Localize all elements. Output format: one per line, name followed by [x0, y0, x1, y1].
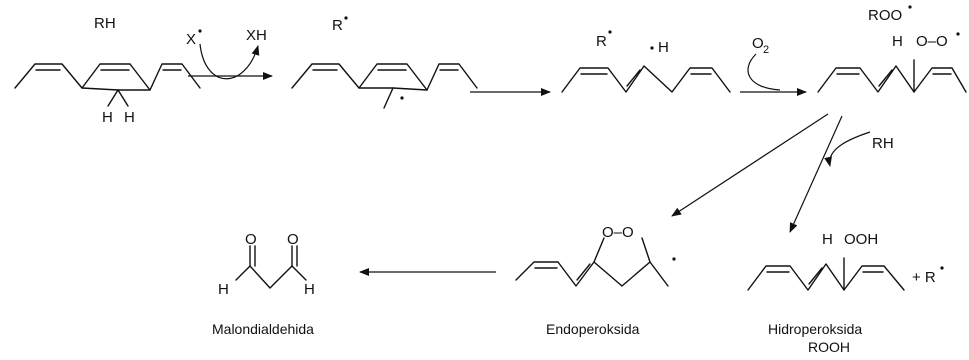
label-x-radical: X — [186, 31, 196, 48]
radical-dot-icon — [672, 257, 676, 261]
molecule-r-radical: R — [291, 16, 478, 109]
label-o2-sub: 2 — [763, 44, 769, 56]
radical-dot-icon — [908, 5, 912, 9]
arrow-to-endoperoxide — [671, 113, 829, 217]
label-endo-oo: O–O — [602, 224, 634, 241]
label-h-right: H — [124, 109, 135, 126]
label-mda-o1: O — [245, 231, 257, 248]
radical-dot-icon — [608, 30, 612, 34]
caption-endoperoksida: Endoperoksida — [546, 321, 640, 337]
label-xh: XH — [246, 27, 267, 44]
label-o2: O — [752, 35, 764, 52]
label-mda-o2: O — [287, 231, 299, 248]
molecule-peroxyl: ROO H O–O — [817, 5, 967, 93]
label-mda-h1: H — [218, 281, 229, 298]
radical-dot-icon — [650, 46, 654, 50]
label-ooh: OOH — [844, 231, 878, 248]
radical-dot-icon — [344, 16, 348, 20]
label-rh-second: RH — [872, 135, 894, 152]
molecule-conjugated-radical: H R — [561, 30, 731, 93]
arrow-to-hydroperoxide — [789, 115, 843, 233]
caption-malondialdehida: Malondialdehida — [212, 321, 314, 337]
radical-dot-icon — [940, 266, 944, 270]
molecule-malondialdehyde: O O H H — [218, 231, 315, 298]
caption-hidroperoksida: Hidroperoksida — [768, 321, 862, 337]
radical-dot-icon — [400, 96, 404, 100]
caption-rooh: ROOH — [808, 339, 850, 355]
label-roo-h: H — [892, 33, 903, 50]
radical-dot-icon — [956, 32, 960, 36]
label-ooh-h: H — [822, 231, 833, 248]
step-initiation: X XH — [186, 27, 273, 80]
molecule-endoperoxide: O–O — [515, 224, 676, 287]
label-plus-r: + R — [912, 269, 936, 286]
label-roo: ROO — [868, 7, 902, 24]
label-h-radical: H — [658, 39, 669, 56]
label-h-left: H — [102, 109, 113, 126]
label-roo-oo: O–O — [916, 33, 948, 50]
step-oxygen: O 2 — [740, 35, 807, 96]
label-r-radical: R — [332, 17, 343, 34]
molecule-hydroperoxide: H OOH + R — [747, 231, 944, 291]
arrow-rh-curved — [824, 131, 871, 167]
label-mda-h2: H — [304, 281, 315, 298]
label-r-conj: R — [596, 33, 607, 50]
molecule-rh: H H RH — [14, 15, 201, 126]
radical-dot-icon — [198, 29, 202, 33]
label-rh: RH — [94, 15, 116, 32]
